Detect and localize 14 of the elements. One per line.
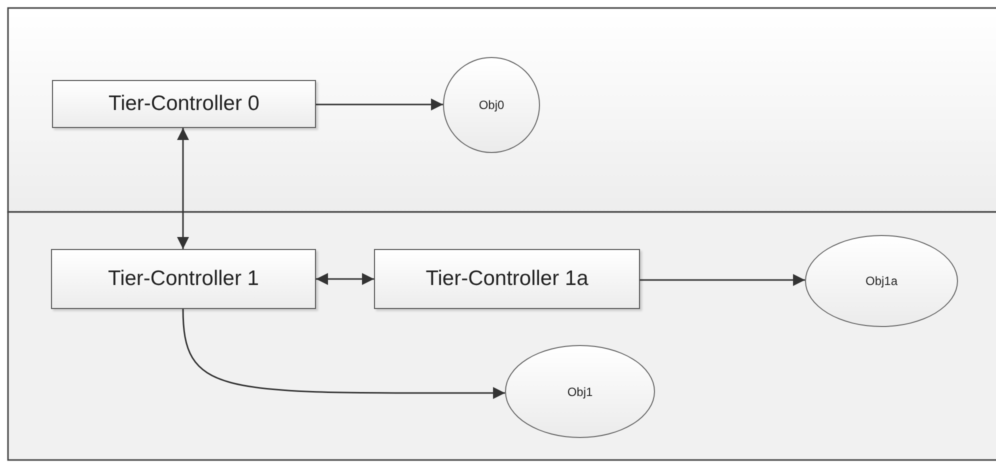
arrow — [182, 308, 506, 399]
process-box — [51, 249, 316, 309]
node-label: Tier-Controller 1 — [108, 267, 259, 291]
arrow — [316, 273, 374, 285]
node-label: Obj0 — [478, 98, 504, 112]
node-label: Tier-Controller 0 — [108, 92, 260, 116]
node-label: Obj1 — [567, 384, 593, 398]
arrow — [640, 274, 806, 286]
node-label: Obj1a — [865, 274, 898, 288]
process-box — [52, 80, 316, 128]
node-label: Tier-Controller 1a — [426, 267, 588, 291]
arrow — [177, 128, 189, 249]
arrow — [316, 98, 443, 110]
process-box — [374, 249, 640, 309]
